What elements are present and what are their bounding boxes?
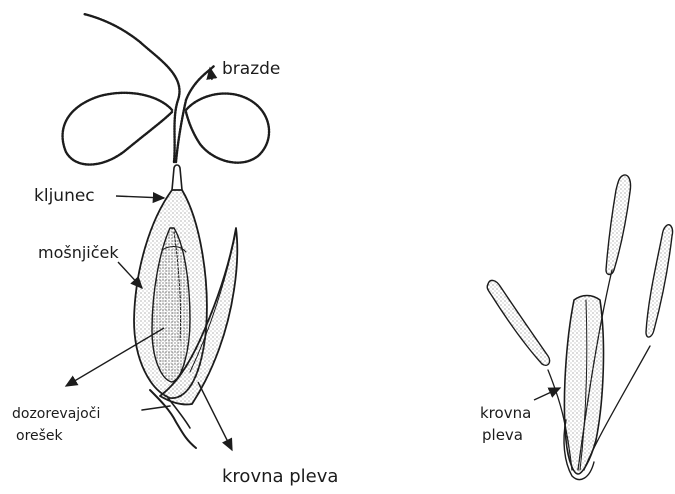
female-flower-drawing [63, 14, 269, 448]
anther-middle [606, 175, 631, 275]
label-krovna-pleva: krovna pleva [222, 466, 338, 487]
label-kljunec: kljunec [34, 186, 95, 206]
label-brazde: brazde [222, 59, 280, 79]
arrow-krovna-pleva [198, 382, 232, 450]
male-glume [564, 296, 603, 475]
arrow-kljunec [116, 196, 164, 198]
stigmas [63, 14, 269, 165]
label-mosnjicek: mošnjiček [38, 243, 119, 262]
label-dozorevajoci-line1: dozorevajoči [12, 406, 100, 422]
beak [172, 165, 182, 190]
anther-left [487, 280, 549, 365]
label-krovna-right-line1: krovna [480, 404, 531, 422]
anther-right [646, 225, 673, 337]
label-dozorevajoci-line2: orešek [16, 428, 64, 444]
label-krovna-right-line2: pleva [482, 426, 523, 444]
arrow-brazde [210, 68, 212, 80]
arrow-krovna-right [534, 388, 560, 400]
